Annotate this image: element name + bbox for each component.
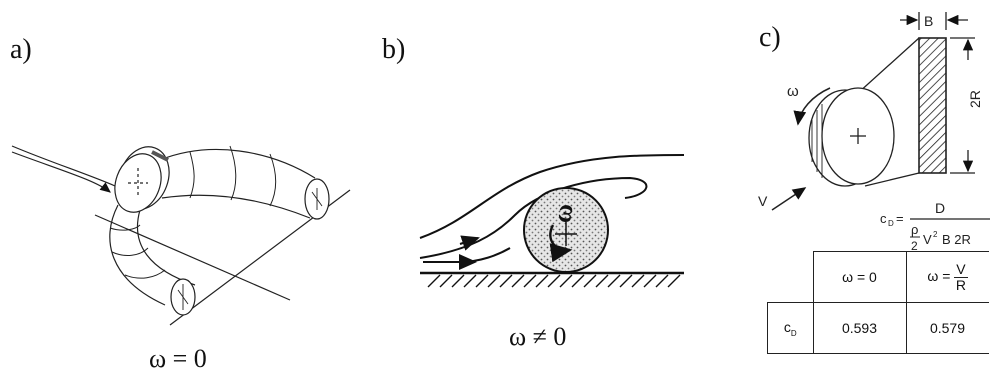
incoming-streamline-1 [11, 145, 116, 187]
left-vortex-cross [177, 284, 189, 310]
caption-b: ω ≠ 0 [509, 322, 567, 351]
streamline-upper [419, 154, 685, 239]
formula-lhs: c [880, 211, 887, 226]
row-label-main: c [783, 318, 791, 335]
ground-hatch [427, 274, 681, 288]
panel-a-drawing [11, 145, 351, 326]
table-corner-cell [767, 251, 814, 303]
dim-2r-label: 2R [967, 90, 983, 108]
table-value-omega-vr: 0.579 [905, 302, 989, 354]
panel-label-c: c) [759, 22, 781, 53]
header-omega-eq: ω = [927, 267, 951, 284]
right-vortex-helix [189, 145, 277, 207]
panel-b-drawing [419, 154, 685, 288]
rotation-arrow-b [549, 224, 573, 263]
left-vortex-helix [109, 224, 166, 279]
drag-coefficient-formula: c D = D ρ 2 V 2 B 2R [880, 200, 990, 253]
drag-coefficient-table: ω = 0 ω = V R cD 0.593 0.579 [767, 251, 989, 354]
omega-label-b: ω [547, 201, 579, 225]
velocity-label: V [758, 193, 768, 209]
panel-label-a: a) [10, 34, 32, 65]
formula-two: 2 [911, 239, 918, 253]
dim-b-label: B [924, 13, 933, 29]
formula-numerator: D [935, 200, 945, 216]
rotation-arrow-c [793, 87, 831, 126]
omega-label-c: ω [787, 83, 799, 100]
formula-v-exp: 2 [933, 230, 938, 239]
table-header-row: ω = 0 ω = V R [767, 251, 989, 303]
right-vortex-cross [311, 188, 323, 210]
formula-equals: = [896, 211, 904, 226]
table-header-omega-zero: ω = 0 [812, 251, 907, 303]
panel-label-b: b) [382, 34, 406, 65]
table-row: cD 0.593 0.579 [767, 302, 989, 354]
velocity-arrow [771, 187, 807, 211]
caption-a: ω = 0 [149, 344, 207, 373]
header-fraction: V R [954, 260, 968, 293]
header-fraction-den: R [955, 276, 966, 293]
formula-lhs-sub: D [888, 219, 894, 228]
table-value-omega-zero: 0.593 [812, 302, 907, 354]
right-vortex-upper [159, 148, 316, 179]
table-row-label: cD [767, 302, 814, 354]
formula-rho: ρ [911, 222, 918, 237]
projection-bottom [864, 172, 920, 187]
streamline-upper-arrow [459, 235, 480, 251]
header-fraction-num: V [954, 260, 968, 278]
incoming-streamline-2 [11, 151, 111, 193]
left-vortex-inner [136, 209, 196, 286]
panel-c-drawing [771, 12, 975, 211]
disk-a-rim [151, 150, 169, 162]
formula-v: V [923, 232, 932, 247]
right-vortex-lower [161, 194, 311, 219]
row-label-sub: D [790, 328, 797, 338]
formula-tail: B 2R [942, 232, 971, 247]
side-view-rect [918, 37, 947, 174]
reference-line-1 [94, 214, 291, 301]
table-header-omega-vr: ω = V R [905, 251, 989, 303]
left-vortex-outer [109, 204, 166, 306]
